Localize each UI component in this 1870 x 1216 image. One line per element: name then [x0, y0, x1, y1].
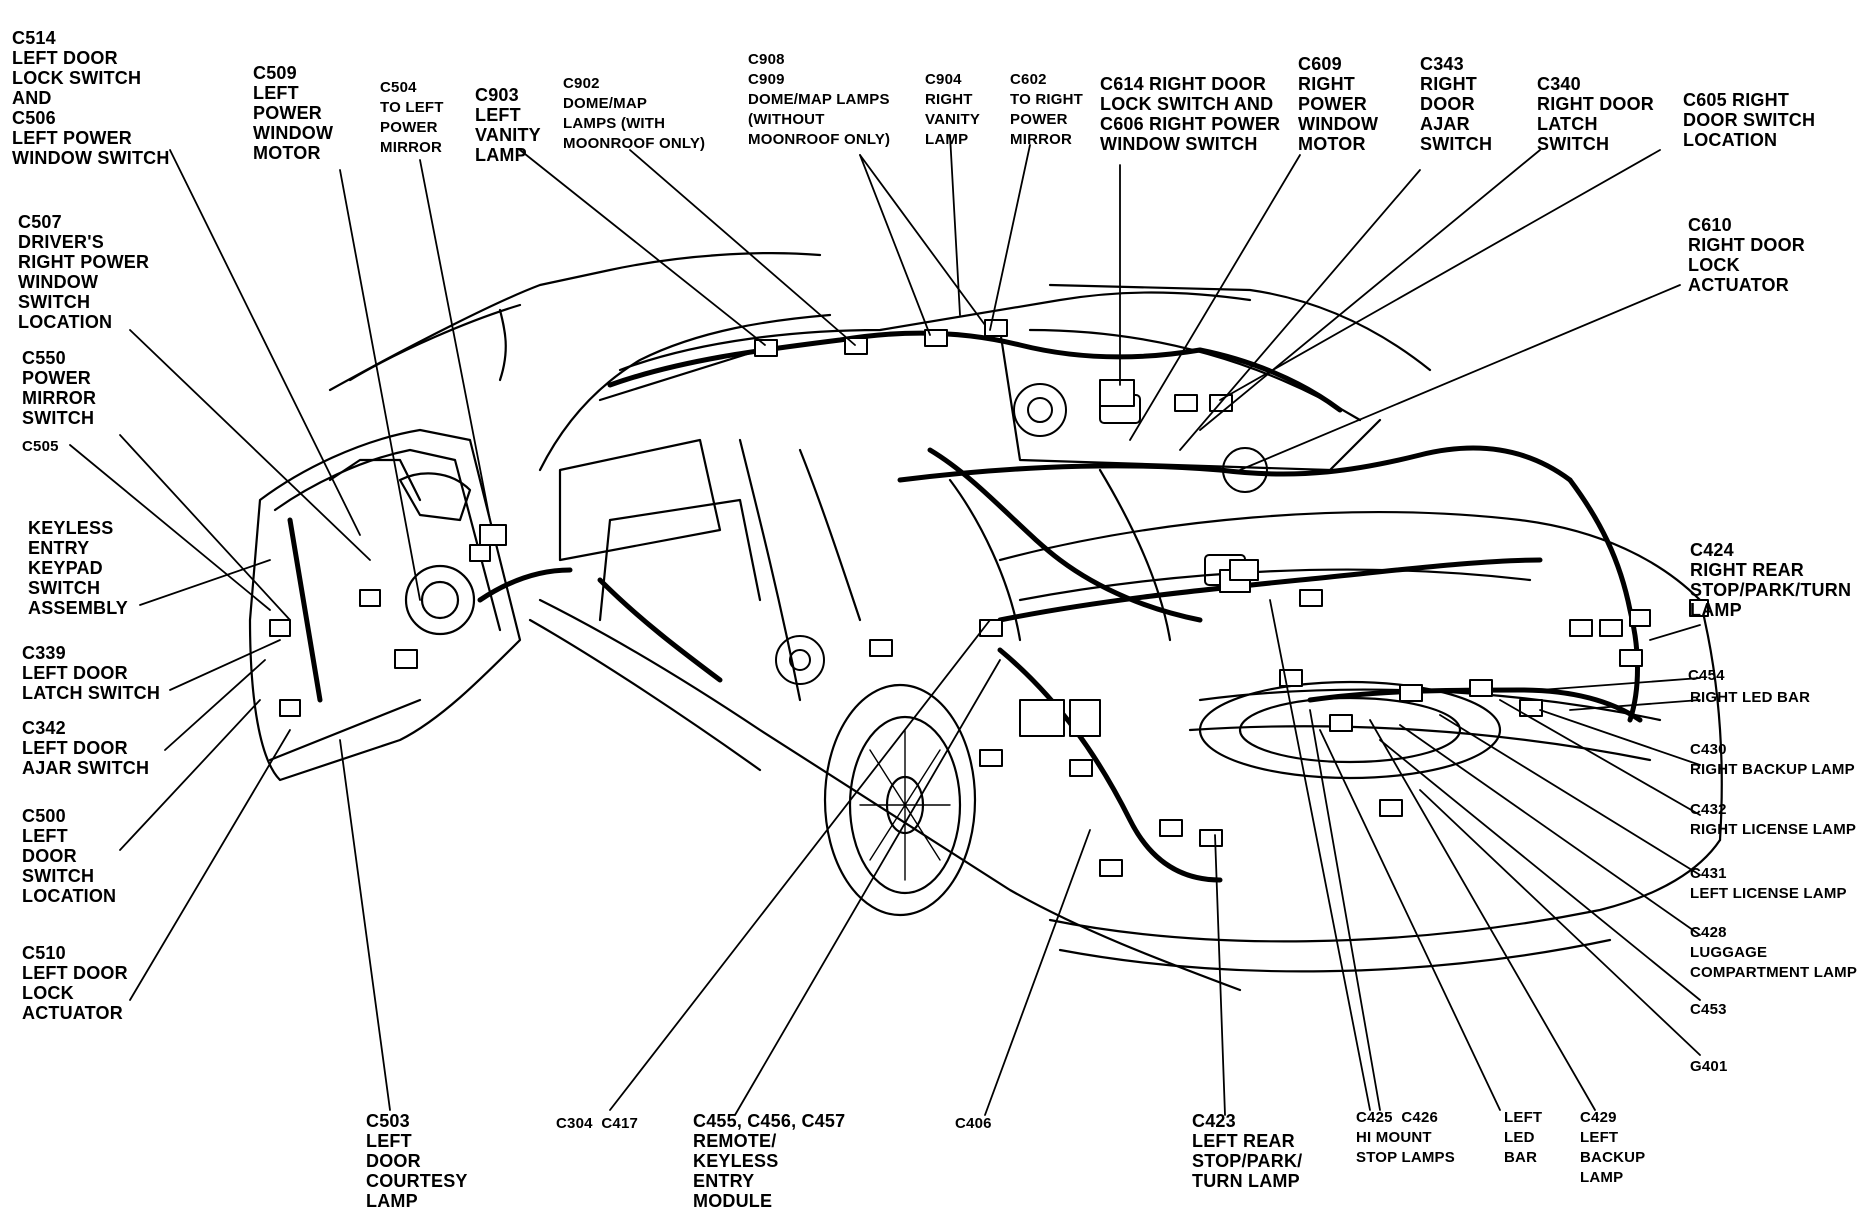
label-c454: C454 [1688, 667, 1725, 684]
label-c614-right-door-lock-switch: C614 RIGHT DOOR LOCK SWITCH AND C606 RIG… [1100, 74, 1281, 154]
label-c430-right-backup-lamp: C430 RIGHT BACKUP LAMP [1690, 741, 1855, 778]
front-wheel [823, 683, 977, 917]
label-c340-right-door-latch-switch: C340 RIGHT DOOR LATCH SWITCH [1537, 74, 1654, 154]
car-body-outline [328, 252, 1723, 992]
label-c429-left-backup-lamp: C429 LEFT BACKUP LAMP [1580, 1109, 1646, 1186]
label-c514-left-door-lock-switch: C514 LEFT DOOR LOCK SWITCH AND C506 LEFT… [12, 28, 170, 168]
connectors [269, 319, 1709, 877]
label-c510-left-door-lock-actuator: C510 LEFT DOOR LOCK ACTUATOR [22, 943, 128, 1023]
label-c609-right-power-window-motor: C609 RIGHT POWER WINDOW MOTOR [1298, 54, 1379, 154]
label-c339-left-door-latch-switch: C339 LEFT DOOR LATCH SWITCH [22, 643, 161, 703]
label-c550-power-mirror-switch: C550 POWER MIRROR SWITCH [22, 348, 97, 428]
label-c432-right-license-lamp: C432 RIGHT LICENSE LAMP [1690, 801, 1857, 838]
label-c455-c456-c457-remote-keyless-entry-module: C455, C456, C457 REMOTE/ KEYLESS ENTRY M… [693, 1111, 846, 1211]
label-c505: C505 [22, 438, 59, 455]
label-g401: G401 [1690, 1058, 1728, 1075]
label-c904-right-vanity-lamp: C904 RIGHT VANITY LAMP [925, 71, 981, 148]
label-c605-right-door-switch-location: C605 RIGHT DOOR SWITCH LOCATION [1683, 90, 1816, 150]
label-c343-right-door-ajar-switch: C343 RIGHT DOOR AJAR SWITCH [1420, 54, 1493, 154]
wiring-harness [287, 330, 1643, 883]
label-c610-right-door-lock-actuator: C610 RIGHT DOOR LOCK ACTUATOR [1688, 215, 1805, 295]
label-c902-dome-map-lamps-with-moonroof: C902 DOME/MAP LAMPS (WITH MOONROOF ONLY) [563, 75, 706, 152]
label-c453: C453 [1690, 1001, 1727, 1018]
label-c509-left-power-window-motor: C509 LEFT POWER WINDOW MOTOR [253, 63, 334, 163]
label-c602-right-power-mirror: C602 TO RIGHT POWER MIRROR [1010, 71, 1083, 148]
label-c507-drivers-right-power-window-switch: C507 DRIVER'S RIGHT POWER WINDOW SWITCH … [18, 212, 150, 332]
label-c504-left-power-mirror: C504 TO LEFT POWER MIRROR [380, 79, 444, 156]
label-c342-left-door-ajar-switch: C342 LEFT DOOR AJAR SWITCH [22, 718, 150, 778]
label-c425-c426-hi-mount-stop-lamps: C425 C426 HI MOUNT STOP LAMPS [1356, 1109, 1455, 1166]
left-door-outline [248, 428, 522, 782]
rear-components [775, 383, 1268, 685]
label-c903-left-vanity-lamp: C903 LEFT VANITY LAMP [475, 85, 541, 165]
label-c908-c909-dome-map-lamps: C908 C909 DOME/MAP LAMPS (WITHOUT MOONRO… [748, 51, 891, 148]
label-c406: C406 [955, 1115, 992, 1132]
label-keyless-entry-keypad-switch-assembly: KEYLESS ENTRY KEYPAD SWITCH ASSEMBLY [28, 518, 128, 618]
label-c503-left-door-courtesy-lamp: C503 LEFT DOOR COURTESY LAMP [366, 1111, 468, 1211]
label-left-led-bar: LEFT LED BAR [1504, 1109, 1543, 1166]
leader-lines [69, 134, 1701, 1116]
label-c304-c417: C304 C417 [556, 1115, 639, 1132]
label-c500-left-door-switch-location: C500 LEFT DOOR SWITCH LOCATION [22, 806, 117, 906]
label-c431-left-license-lamp: C431 LEFT LICENSE LAMP [1690, 865, 1847, 902]
label-c428-luggage-compartment-lamp: C428 LUGGAGE COMPARTMENT LAMP [1690, 924, 1858, 981]
label-right-led-bar: RIGHT LED BAR [1690, 689, 1811, 706]
label-c424-right-rear-stop-park-turn-lamp: C424 RIGHT REAR STOP/PARK/TURN LAMP [1690, 540, 1852, 620]
label-c423-left-rear-stop-park-turn-lamp: C423 LEFT REAR STOP/PARK/ TURN LAMP [1192, 1111, 1303, 1191]
